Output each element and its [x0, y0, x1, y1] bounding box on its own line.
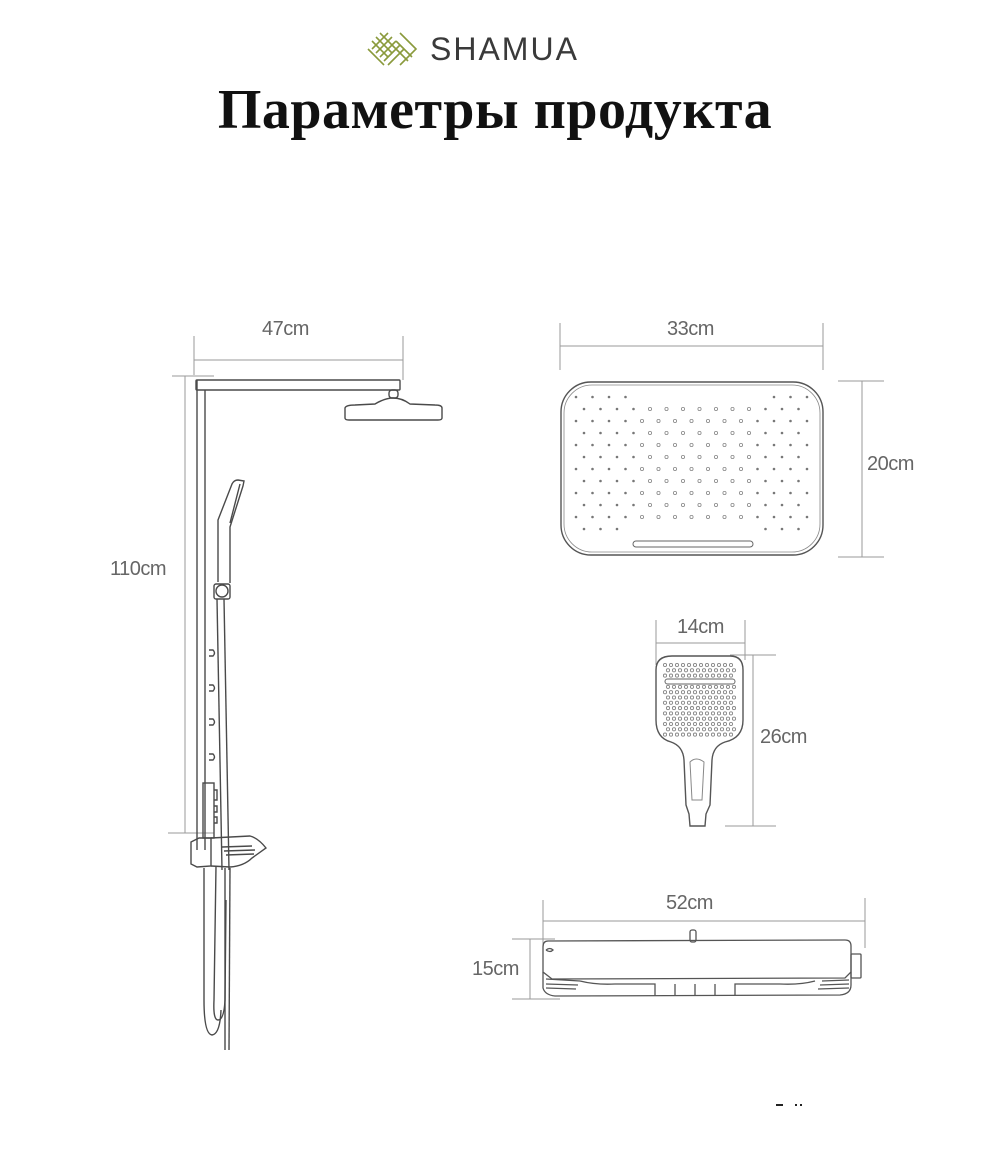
- stray-mark: [776, 1104, 802, 1106]
- thermostat-shelf-drawing: [512, 898, 866, 1000]
- brand-header: SHAMUA: [362, 26, 579, 72]
- hand-spray-nozzles: [662, 662, 737, 737]
- dimension-lines-52cm: [542, 898, 866, 948]
- label-hand-width: 14cm: [677, 616, 724, 638]
- brand-name: SHAMUA: [430, 30, 579, 67]
- dimension-lines-20cm: [838, 380, 884, 558]
- spray-nozzles: [574, 395, 809, 531]
- label-shelf-height: 15cm: [472, 958, 519, 980]
- brand-logo-icon: [367, 32, 418, 66]
- dimension-lines-47cm: [193, 336, 404, 380]
- hand-shower-drawing: [655, 620, 776, 827]
- overhead-shower-drawing: [559, 323, 884, 558]
- shower-system-drawing: [168, 336, 443, 1051]
- dimension-lines-14cm: [655, 620, 746, 665]
- dimension-lines-110cm: [168, 375, 214, 834]
- label-overhead-height: 20cm: [867, 453, 914, 475]
- label-hand-height: 26cm: [760, 726, 807, 748]
- dimension-lines-26cm: [725, 654, 776, 827]
- dimension-lines-33cm: [559, 323, 824, 370]
- page-title: Параметры продукта: [217, 79, 773, 141]
- label-system-width: 47cm: [262, 318, 309, 340]
- label-system-height: 110cm: [110, 558, 167, 580]
- label-overhead-width: 33cm: [667, 318, 714, 340]
- label-shelf-width: 52cm: [666, 892, 713, 914]
- dimension-lines-15cm: [512, 938, 560, 1000]
